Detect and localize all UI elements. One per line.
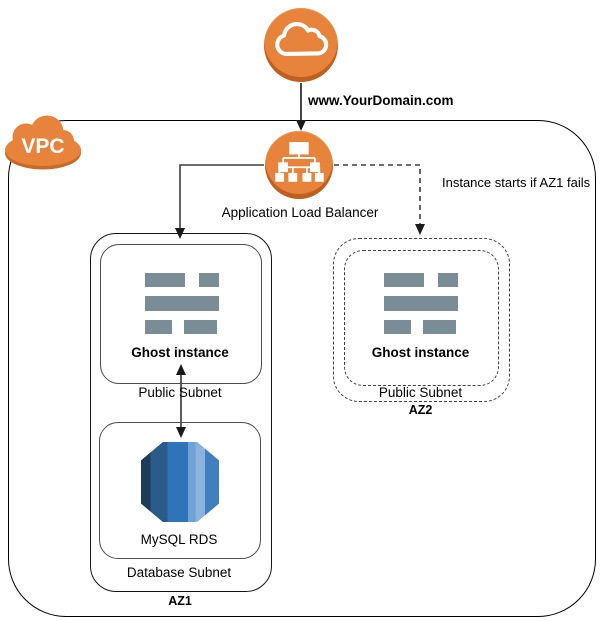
az1-database-subnet-label: Database Subnet <box>126 565 232 580</box>
failover-note: Instance starts if AZ1 fails <box>442 175 591 190</box>
az1-database-subnet-box <box>99 422 261 559</box>
az2-label: AZ2 <box>408 403 433 417</box>
load-balancer-icon <box>275 142 324 182</box>
vpc-cloud-icon <box>5 115 81 170</box>
load-balancer-label: Application Load Balancer <box>221 205 379 220</box>
az2-container <box>333 238 510 402</box>
az1-public-subnet-label: Public Subnet <box>138 385 222 400</box>
vpc-cloud-badge: VPC <box>3 115 83 171</box>
ghost-logo-icon <box>145 272 219 334</box>
az1-label: AZ1 <box>168 594 192 608</box>
load-balancer-node <box>265 131 333 199</box>
cloud-icon <box>275 22 329 56</box>
az2-ghost-instance-label: Ghost instance <box>371 345 470 360</box>
az2-public-subnet-box <box>344 250 499 386</box>
internet-node <box>264 8 338 82</box>
mysql-rds-icon <box>141 442 219 522</box>
mysql-rds-label: MySQL RDS <box>140 532 218 547</box>
ghost-logo-icon <box>384 272 458 334</box>
az2-public-subnet-label: Public Subnet <box>378 385 463 400</box>
az1-ghost-instance-label: Ghost instance <box>131 345 229 360</box>
domain-label: www.YourDomain.com <box>308 93 454 108</box>
vpc-label: VPC <box>21 135 64 158</box>
